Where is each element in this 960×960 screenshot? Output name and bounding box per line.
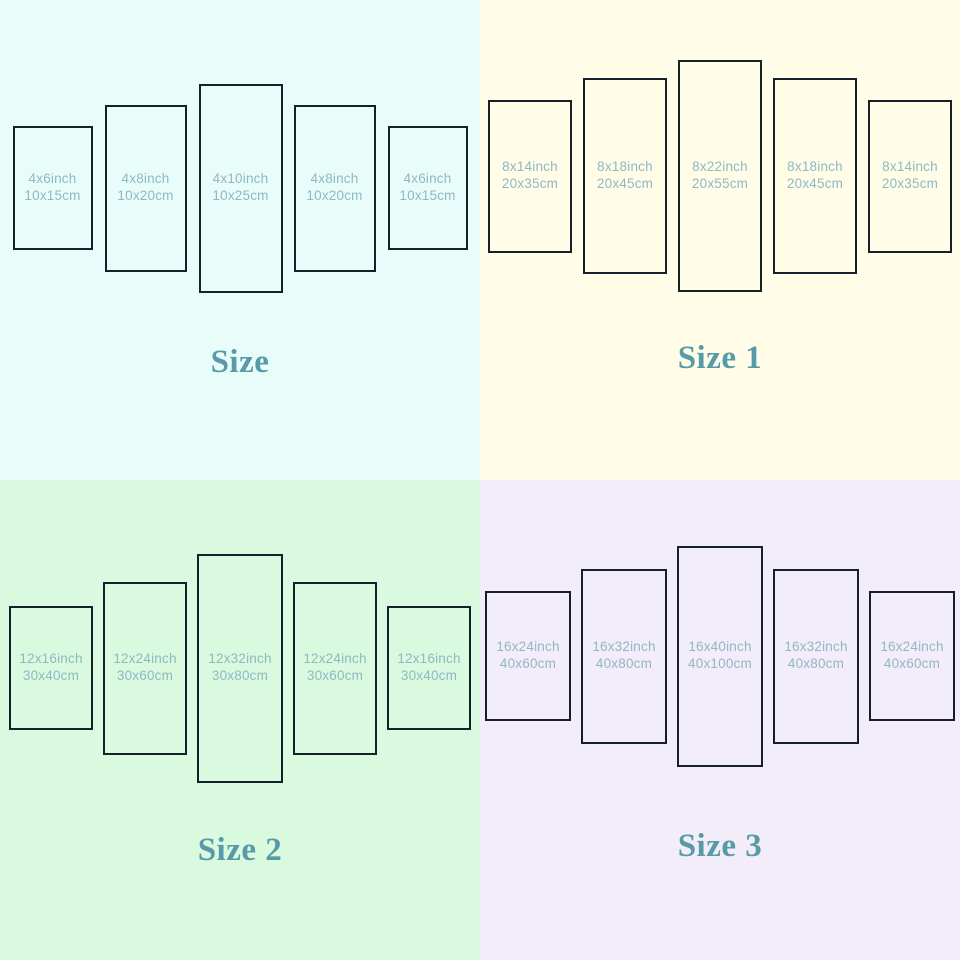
panel-size-centimeters: 40x60cm [499,656,557,671]
panel-size-inches: 16x24inch [496,639,560,655]
panel-size-centimeters: 20x35cm [501,176,559,191]
size-option-title: Size 3 [677,828,763,864]
panel-size-inches: 16x40inch [688,639,752,655]
panel-size-centimeters: 30x60cm [116,668,174,683]
panel-size-centimeters: 20x55cm [691,176,749,191]
panel-size-inches: 4x8inch [310,171,359,187]
panel-size-centimeters: 30x40cm [400,668,458,683]
panel-size-centimeters: 20x35cm [881,176,939,191]
panel-size-inches: 12x32inch [208,651,272,667]
panel-size-inches: 16x32inch [592,639,656,655]
panel-size-centimeters: 30x80cm [211,668,269,683]
panel-size-centimeters: 40x80cm [595,656,653,671]
panel-size-inches: 8x18inch [597,159,653,175]
panel-size-centimeters: 10x25cm [212,188,269,203]
panel-size-centimeters: 20x45cm [786,176,844,191]
panel-size-centimeters: 30x60cm [306,668,364,683]
panel-size-centimeters: 10x15cm [399,188,456,203]
panel-size-inches: 16x32inch [784,639,848,655]
panel-size-inches: 4x10inch [212,171,269,187]
panel-size-centimeters: 30x40cm [22,668,80,683]
panel-size-inches: 12x24inch [113,651,177,667]
panel-size-centimeters: 20x45cm [596,176,654,191]
size-option-title: Size 2 [197,832,283,868]
panel-size-centimeters: 10x20cm [306,188,363,203]
panel-size-inches: 12x24inch [303,651,367,667]
panel-size-centimeters: 40x80cm [787,656,845,671]
panel-size-inches: 8x14inch [502,159,558,175]
panel-size-centimeters: 10x20cm [117,188,174,203]
size-option-title: Size 1 [677,340,763,376]
panel-size-centimeters: 40x100cm [688,656,752,671]
size-option-title: Size [210,344,270,380]
panel-size-centimeters: 40x60cm [883,656,941,671]
panel-size-inches: 12x16inch [19,651,83,667]
panel-size-centimeters: 10x15cm [24,188,81,203]
panel-size-inches: 8x14inch [882,159,938,175]
panel-size-inches: 4x6inch [403,171,452,187]
panel-size-inches: 4x8inch [121,171,170,187]
panel-size-inches: 4x6inch [28,171,77,187]
panel-size-inches: 8x22inch [692,159,748,175]
panel-size-inches: 8x18inch [787,159,843,175]
panel-size-inches: 12x16inch [397,651,461,667]
panel-size-inches: 16x24inch [880,639,944,655]
